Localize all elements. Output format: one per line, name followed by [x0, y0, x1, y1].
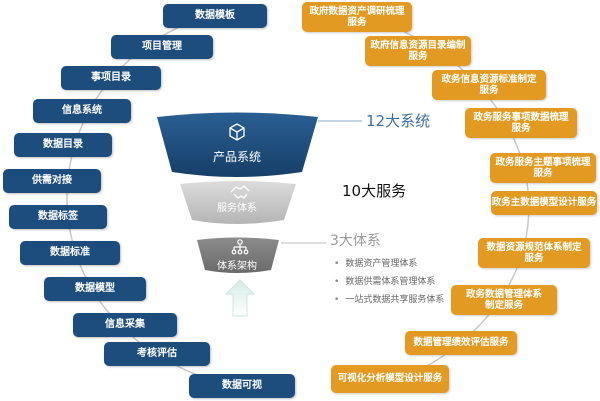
level2-label: 10大服务 [342, 182, 407, 200]
funnel-tier-bottom [197, 237, 279, 273]
handshake-icon [230, 185, 250, 199]
system-chip: 数据标签 [9, 205, 107, 229]
service-chip: 政务主数据模型设计服务 [491, 191, 597, 215]
up-arrow [224, 279, 256, 317]
funnel-tier-middle [180, 181, 296, 224]
system-list: 数据资产管理体系 数据供需体系管理体系 一站式数据共享服务体系 [334, 255, 444, 309]
system-chip: 数据目录 [14, 133, 112, 157]
service-chip: 政务服务事项数据梳理 服务 [465, 108, 577, 138]
service-chip: 数据资源规范体系制定 服务 [478, 238, 590, 268]
system-chip: 数据可视 [189, 374, 295, 398]
system-chip: 供需对接 [3, 169, 101, 193]
service-chip: 数据管理绩效评估服务 [405, 331, 517, 355]
funnel-tier-top [157, 112, 318, 177]
system-list-item: 一站式数据共享服务体系 [334, 291, 444, 309]
system-chip: 数据标准 [20, 241, 120, 265]
hierarchy-icon [231, 239, 249, 255]
system-chip: 数据模板 [163, 4, 267, 28]
tier3-label: 体系架构 [217, 261, 257, 272]
system-chip: 考核评估 [104, 342, 210, 366]
service-chip: 政务数据管理体系 制定服务 [451, 285, 557, 315]
system-chip: 信息系统 [33, 99, 131, 123]
level1-label: 12大系统 [366, 112, 431, 130]
service-chip: 政府信息资源目录编制 服务 [365, 36, 471, 66]
service-chip: 可视化分析模型设计服务 [331, 365, 449, 393]
tier2-label: 服务体系 [217, 203, 257, 214]
service-chip: 政务信息资源标准制定 服务 [432, 70, 546, 100]
tier1-label: 产品系统 [212, 150, 261, 164]
cube-icon [229, 123, 245, 141]
system-list-item: 数据供需体系管理体系 [334, 273, 444, 291]
system-list-item: 数据资产管理体系 [334, 255, 444, 273]
system-chip: 数据模型 [44, 277, 146, 301]
service-chip: 政府数据资产调研梳理 服务 [302, 2, 412, 32]
service-chip: 政务服务主题事项梳理 服务 [490, 153, 596, 183]
system-chip: 项目管理 [111, 35, 213, 59]
system-chip: 信息采集 [73, 313, 177, 337]
system-chip: 事项目录 [61, 66, 161, 90]
level3-label: 3大体系 [330, 233, 381, 249]
